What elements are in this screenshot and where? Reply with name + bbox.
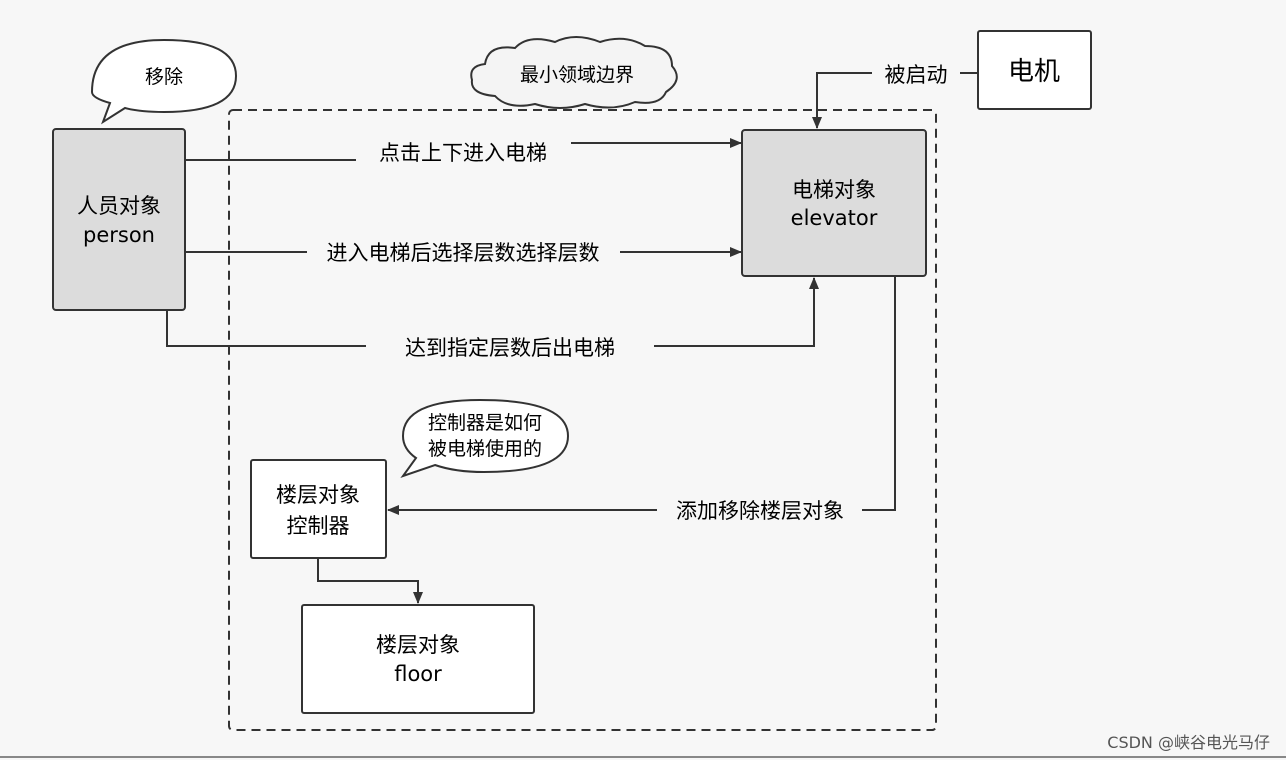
- floor-controller-title: 楼层对象: [276, 483, 360, 507]
- controller-question-line1: 控制器是如何: [428, 412, 542, 434]
- remove-bubble-text: 移除: [145, 66, 183, 88]
- person-node-title: 人员对象: [77, 194, 161, 218]
- floor-controller-node: 楼层对象 控制器: [250, 459, 387, 559]
- domain-boundary: [228, 109, 937, 731]
- elevator-node: 电梯对象 elevator: [741, 129, 927, 277]
- person-node: 人员对象 person: [52, 128, 186, 311]
- motor-node: 电机: [977, 30, 1092, 110]
- edge-person-exit-label: 达到指定层数后出电梯: [405, 336, 615, 360]
- edge-elevator-controller-label: 添加移除楼层对象: [676, 499, 844, 523]
- edge-person-select-floor: 进入电梯后选择层数选择层数: [185, 241, 742, 265]
- controller-question-line2: 被电梯使用的: [428, 438, 542, 460]
- floor-controller-subtitle: 控制器: [287, 514, 350, 538]
- remove-bubble: 移除: [90, 38, 238, 125]
- controller-question-bubble: 控制器是如何 被电梯使用的: [400, 398, 570, 478]
- edge-motor-to-elevator: 被启动: [812, 63, 978, 129]
- boundary-cloud-text: 最小领域边界: [520, 64, 634, 86]
- elevator-node-subtitle: elevator: [791, 206, 878, 230]
- floor-node-subtitle: floor: [394, 662, 442, 686]
- edge-person-exit: 达到指定层数后出电梯: [166, 277, 819, 360]
- edge-person-click: 点击上下进入电梯: [185, 138, 742, 165]
- floor-node: 楼层对象 floor: [301, 604, 535, 714]
- edge-person-select-label: 进入电梯后选择层数选择层数: [327, 241, 600, 265]
- motor-node-label: 电机: [1008, 57, 1060, 87]
- watermark: CSDN @峡谷电光马仔: [1107, 733, 1270, 752]
- edge-person-click-label: 点击上下进入电梯: [379, 141, 547, 165]
- boundary-cloud: 最小领域边界: [470, 36, 678, 109]
- edge-elevator-to-controller: 添加移除楼层对象: [387, 276, 896, 523]
- edge-controller-to-floor: [317, 558, 423, 604]
- edge-motor-label: 被启动: [885, 63, 948, 87]
- floor-node-title: 楼层对象: [376, 633, 460, 657]
- person-node-subtitle: person: [83, 223, 155, 247]
- elevator-node-title: 电梯对象: [792, 178, 876, 202]
